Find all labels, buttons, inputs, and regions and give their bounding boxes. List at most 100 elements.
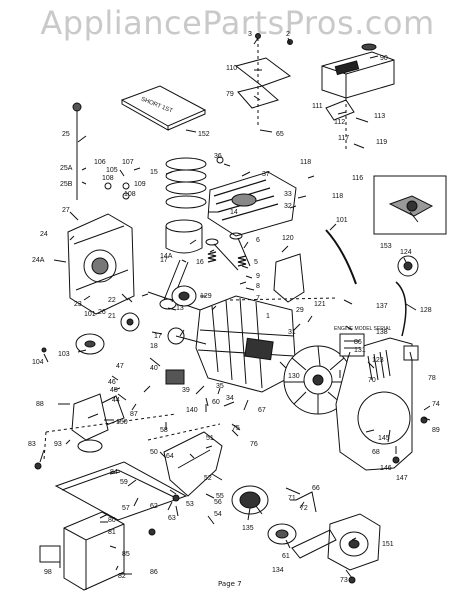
callout-15: 15 bbox=[150, 169, 158, 176]
callout-70: 70 bbox=[368, 377, 376, 384]
callout-7: 7 bbox=[256, 295, 260, 302]
callout-18: 18 bbox=[150, 343, 158, 350]
callout-145: 145 bbox=[378, 435, 390, 442]
callout-80: 80 bbox=[108, 517, 116, 524]
callout-51: 51 bbox=[206, 435, 214, 442]
callout-65: 65 bbox=[276, 131, 284, 138]
callout-34: 34 bbox=[226, 395, 234, 402]
callout-137: 137 bbox=[376, 303, 388, 310]
callout-108: 108 bbox=[102, 175, 114, 182]
callout-25: 25 bbox=[62, 131, 70, 138]
callout-85: 85 bbox=[122, 551, 130, 558]
callout-83: 83 bbox=[28, 441, 36, 448]
callout-22: 22 bbox=[108, 297, 116, 304]
callout-25a: 25A bbox=[60, 165, 73, 172]
callout-29: 29 bbox=[296, 307, 304, 314]
engine-block bbox=[195, 295, 297, 393]
callout-103: 103 bbox=[58, 351, 70, 358]
flywheel bbox=[283, 345, 353, 415]
callout-101: 101 bbox=[84, 311, 96, 318]
bracket-part bbox=[237, 85, 280, 109]
callout-151: 151 bbox=[382, 541, 394, 548]
callout-135: 135 bbox=[242, 525, 254, 532]
callout-104: 104 bbox=[32, 359, 44, 366]
piston-rings bbox=[165, 157, 207, 209]
callout-119: 119 bbox=[376, 139, 387, 146]
callout-124: 124 bbox=[400, 249, 412, 256]
crankcase-cover bbox=[67, 213, 135, 315]
callout-79: 79 bbox=[226, 91, 234, 98]
callout-140: 140 bbox=[186, 407, 198, 414]
callout-47: 47 bbox=[116, 363, 124, 370]
starter-pulley bbox=[231, 485, 269, 515]
callout-118: 118 bbox=[332, 193, 343, 200]
bracket-part bbox=[234, 57, 292, 87]
callout-8: 8 bbox=[256, 283, 260, 290]
callout-120: 120 bbox=[282, 235, 294, 242]
callout-31: 31 bbox=[288, 329, 296, 336]
callout-107: 107 bbox=[122, 159, 134, 166]
callout-71: 71 bbox=[288, 495, 296, 502]
muffler-part bbox=[321, 43, 395, 99]
callout-110: 110 bbox=[226, 65, 237, 72]
callout-5: 5 bbox=[254, 259, 258, 266]
callout-17: 17 bbox=[160, 257, 168, 264]
callout-109: 109 bbox=[134, 181, 146, 188]
callout-3: 3 bbox=[248, 31, 252, 38]
piston bbox=[165, 219, 203, 254]
callout-84: 84 bbox=[110, 469, 118, 476]
callout-52: 52 bbox=[204, 475, 212, 482]
callout-68: 68 bbox=[372, 449, 380, 456]
callout-116: 116 bbox=[352, 175, 363, 182]
callout-117: 117 bbox=[338, 135, 349, 142]
callout-72: 72 bbox=[300, 505, 308, 512]
callout-93: 93 bbox=[54, 441, 62, 448]
callout-88: 88 bbox=[36, 401, 44, 408]
decal-label: ENGINE MODEL SERIAL bbox=[334, 326, 392, 332]
callout-82: 82 bbox=[118, 573, 126, 580]
callout-16: 16 bbox=[196, 259, 204, 266]
callout-6: 6 bbox=[256, 237, 260, 244]
callout-21: 21 bbox=[108, 313, 116, 320]
callout-63: 63 bbox=[168, 515, 176, 522]
callout-25b: 25B bbox=[60, 181, 73, 188]
page-number: Page 7 bbox=[218, 580, 242, 588]
callout-61: 61 bbox=[282, 553, 290, 560]
callout-153: 153 bbox=[380, 243, 392, 250]
callout-150: 150 bbox=[116, 419, 128, 426]
callout-37: 37 bbox=[262, 171, 270, 178]
callout-131: 131 bbox=[354, 347, 366, 354]
callout-53: 53 bbox=[186, 501, 194, 508]
crankshaft bbox=[147, 285, 207, 313]
callout-74: 74 bbox=[432, 401, 440, 408]
callout-67: 67 bbox=[258, 407, 266, 414]
callout-108: 108 bbox=[124, 191, 136, 198]
callout-54: 54 bbox=[214, 511, 222, 518]
callout-26: 26 bbox=[98, 309, 106, 316]
manual-booklet bbox=[120, 85, 207, 131]
callout-36: 36 bbox=[214, 153, 222, 160]
callout-50: 50 bbox=[150, 449, 158, 456]
callout-35: 35 bbox=[216, 383, 224, 390]
callout-147: 147 bbox=[396, 475, 408, 482]
callout-134: 134 bbox=[272, 567, 284, 574]
callout-66: 66 bbox=[312, 485, 320, 492]
callout-75: 75 bbox=[232, 425, 240, 432]
callout-56: 56 bbox=[214, 499, 222, 506]
blower-housing bbox=[335, 337, 413, 471]
callout-89: 89 bbox=[432, 427, 440, 434]
callout-2: 2 bbox=[286, 31, 290, 38]
callout-105: 105 bbox=[106, 167, 118, 174]
callout-44: 44 bbox=[112, 397, 120, 404]
callout-138: 138 bbox=[376, 329, 388, 336]
callout-98: 98 bbox=[44, 569, 52, 576]
callout-23: 23 bbox=[74, 301, 82, 308]
callout-40: 40 bbox=[150, 365, 158, 372]
callout-130: 130 bbox=[288, 373, 300, 380]
callout-46: 46 bbox=[108, 379, 116, 386]
callout-13: 13 bbox=[176, 305, 184, 312]
callout-39: 39 bbox=[182, 387, 190, 394]
callout-17: 17 bbox=[154, 333, 162, 340]
